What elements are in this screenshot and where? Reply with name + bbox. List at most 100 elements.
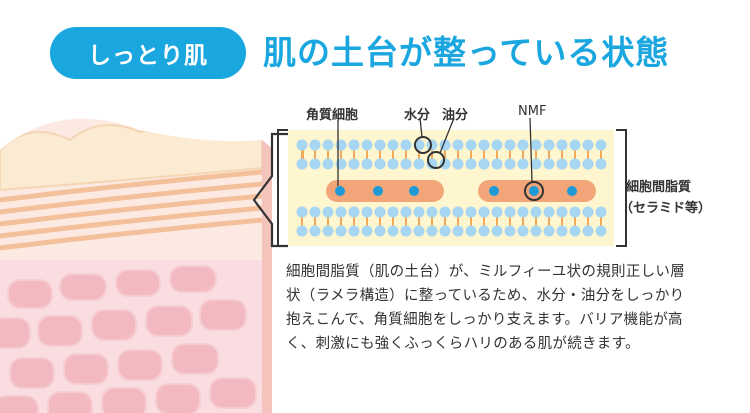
oil-label: 油分 (442, 108, 469, 123)
lipid-head (465, 158, 477, 170)
lipid-head (569, 158, 581, 170)
lipid-head (400, 206, 412, 218)
lipid-head (387, 225, 399, 237)
lipid-head (374, 206, 386, 218)
lipid-head (452, 206, 464, 218)
lipid-head (400, 158, 412, 170)
page-title: 肌の土台が整っている状態 (263, 33, 670, 72)
lipid-head (543, 158, 555, 170)
lipid-head (530, 158, 542, 170)
lipid-head (569, 139, 581, 151)
lipid-head (348, 158, 360, 170)
lipid-head (556, 158, 568, 170)
lipid-head (374, 139, 386, 151)
lipid-head (556, 206, 568, 218)
description-line: 抱えこんで、角質細胞をしっかり支えます。バリア機能が高 (286, 312, 683, 328)
corneocyte-cell-left (326, 180, 444, 202)
description-text: 細胞間脂質（肌の土台）が、ミルフィーユ状の規則正しい層 状（ラメラ構造）に整って… (286, 260, 736, 356)
lipid-head (361, 206, 373, 218)
lipid-head (491, 139, 503, 151)
lipid-head (517, 206, 529, 218)
lipid-head (426, 225, 438, 237)
lipid-head (491, 225, 503, 237)
lipid-head (517, 139, 529, 151)
lipid-head (504, 158, 516, 170)
corneocyte-label: 角質細胞 (306, 108, 359, 123)
lipid-head (582, 206, 594, 218)
lipid-head (322, 158, 334, 170)
lipid-head (478, 206, 490, 218)
lipid-head (400, 225, 412, 237)
lipid-head (374, 158, 386, 170)
lipid-head (439, 206, 451, 218)
lipid-head (335, 139, 347, 151)
lipid-head (296, 225, 308, 237)
lipid-head (491, 158, 503, 170)
lipid-head (452, 158, 464, 170)
lipid-head (322, 139, 334, 151)
lipid-head (348, 139, 360, 151)
lipid-head (335, 158, 347, 170)
lipid-head (504, 206, 516, 218)
lipid-head (517, 225, 529, 237)
lipid-head (595, 225, 607, 237)
lipid-head (322, 206, 334, 218)
zoom-bracket (252, 132, 288, 248)
lipid-head (530, 225, 542, 237)
lipid-head (556, 225, 568, 237)
lipid-head (296, 139, 308, 151)
lipid-head (595, 139, 607, 151)
oil-marker (427, 151, 445, 169)
nmf-marker (524, 181, 544, 201)
lipid-head (400, 139, 412, 151)
lipid-head (387, 158, 399, 170)
description-line: 状（ラメラ構造）に整っているため、水分・油分をしっかり (286, 288, 685, 304)
lipid-head (491, 206, 503, 218)
lipid-head (413, 206, 425, 218)
lipid-head (413, 158, 425, 170)
description-line: 細胞間脂質（肌の土台）が、ミルフィーユ状の規則正しい層 (286, 264, 686, 280)
lipid-head (569, 206, 581, 218)
lipid-head (322, 225, 334, 237)
description-line: く、刺激にも強くふっくらハリのある肌が続きます。 (286, 336, 640, 352)
lipid-head (569, 225, 581, 237)
lipid-head (348, 225, 360, 237)
lipid-head (348, 206, 360, 218)
lipid-head (361, 225, 373, 237)
lipid-head (439, 225, 451, 237)
lipid-head (556, 139, 568, 151)
lipid-head (465, 206, 477, 218)
lipid-head (387, 206, 399, 218)
lamellar-structure-diagram (277, 117, 627, 247)
lipid-head (478, 225, 490, 237)
lipid-head (387, 139, 399, 151)
lipid-head (452, 225, 464, 237)
lipid-head (309, 206, 321, 218)
lipid-head (517, 158, 529, 170)
skin-cross-section-illustration (0, 118, 272, 413)
lipid-head (296, 158, 308, 170)
lipid-label: 細胞間脂質 (626, 180, 692, 195)
lipid-head (504, 225, 516, 237)
lipid-head (582, 225, 594, 237)
lipid-head (582, 158, 594, 170)
lipid-head (465, 139, 477, 151)
water-label: 水分 (404, 108, 431, 123)
lipid-head (478, 158, 490, 170)
lipid-head (335, 225, 347, 237)
skin-type-badge: しっとり肌 (50, 27, 246, 79)
lipid-head (452, 139, 464, 151)
water-marker (414, 136, 432, 154)
lipid-head (530, 139, 542, 151)
lipid-head (543, 206, 555, 218)
lipid-head (413, 225, 425, 237)
lipid-head (309, 158, 321, 170)
lipid-head (309, 225, 321, 237)
lipid-head (530, 206, 542, 218)
lipid-head (543, 139, 555, 151)
lipid-head (426, 158, 438, 170)
lipid-head (543, 225, 555, 237)
lipid-head (465, 225, 477, 237)
lipid-head (582, 139, 594, 151)
lipid-head (361, 158, 373, 170)
